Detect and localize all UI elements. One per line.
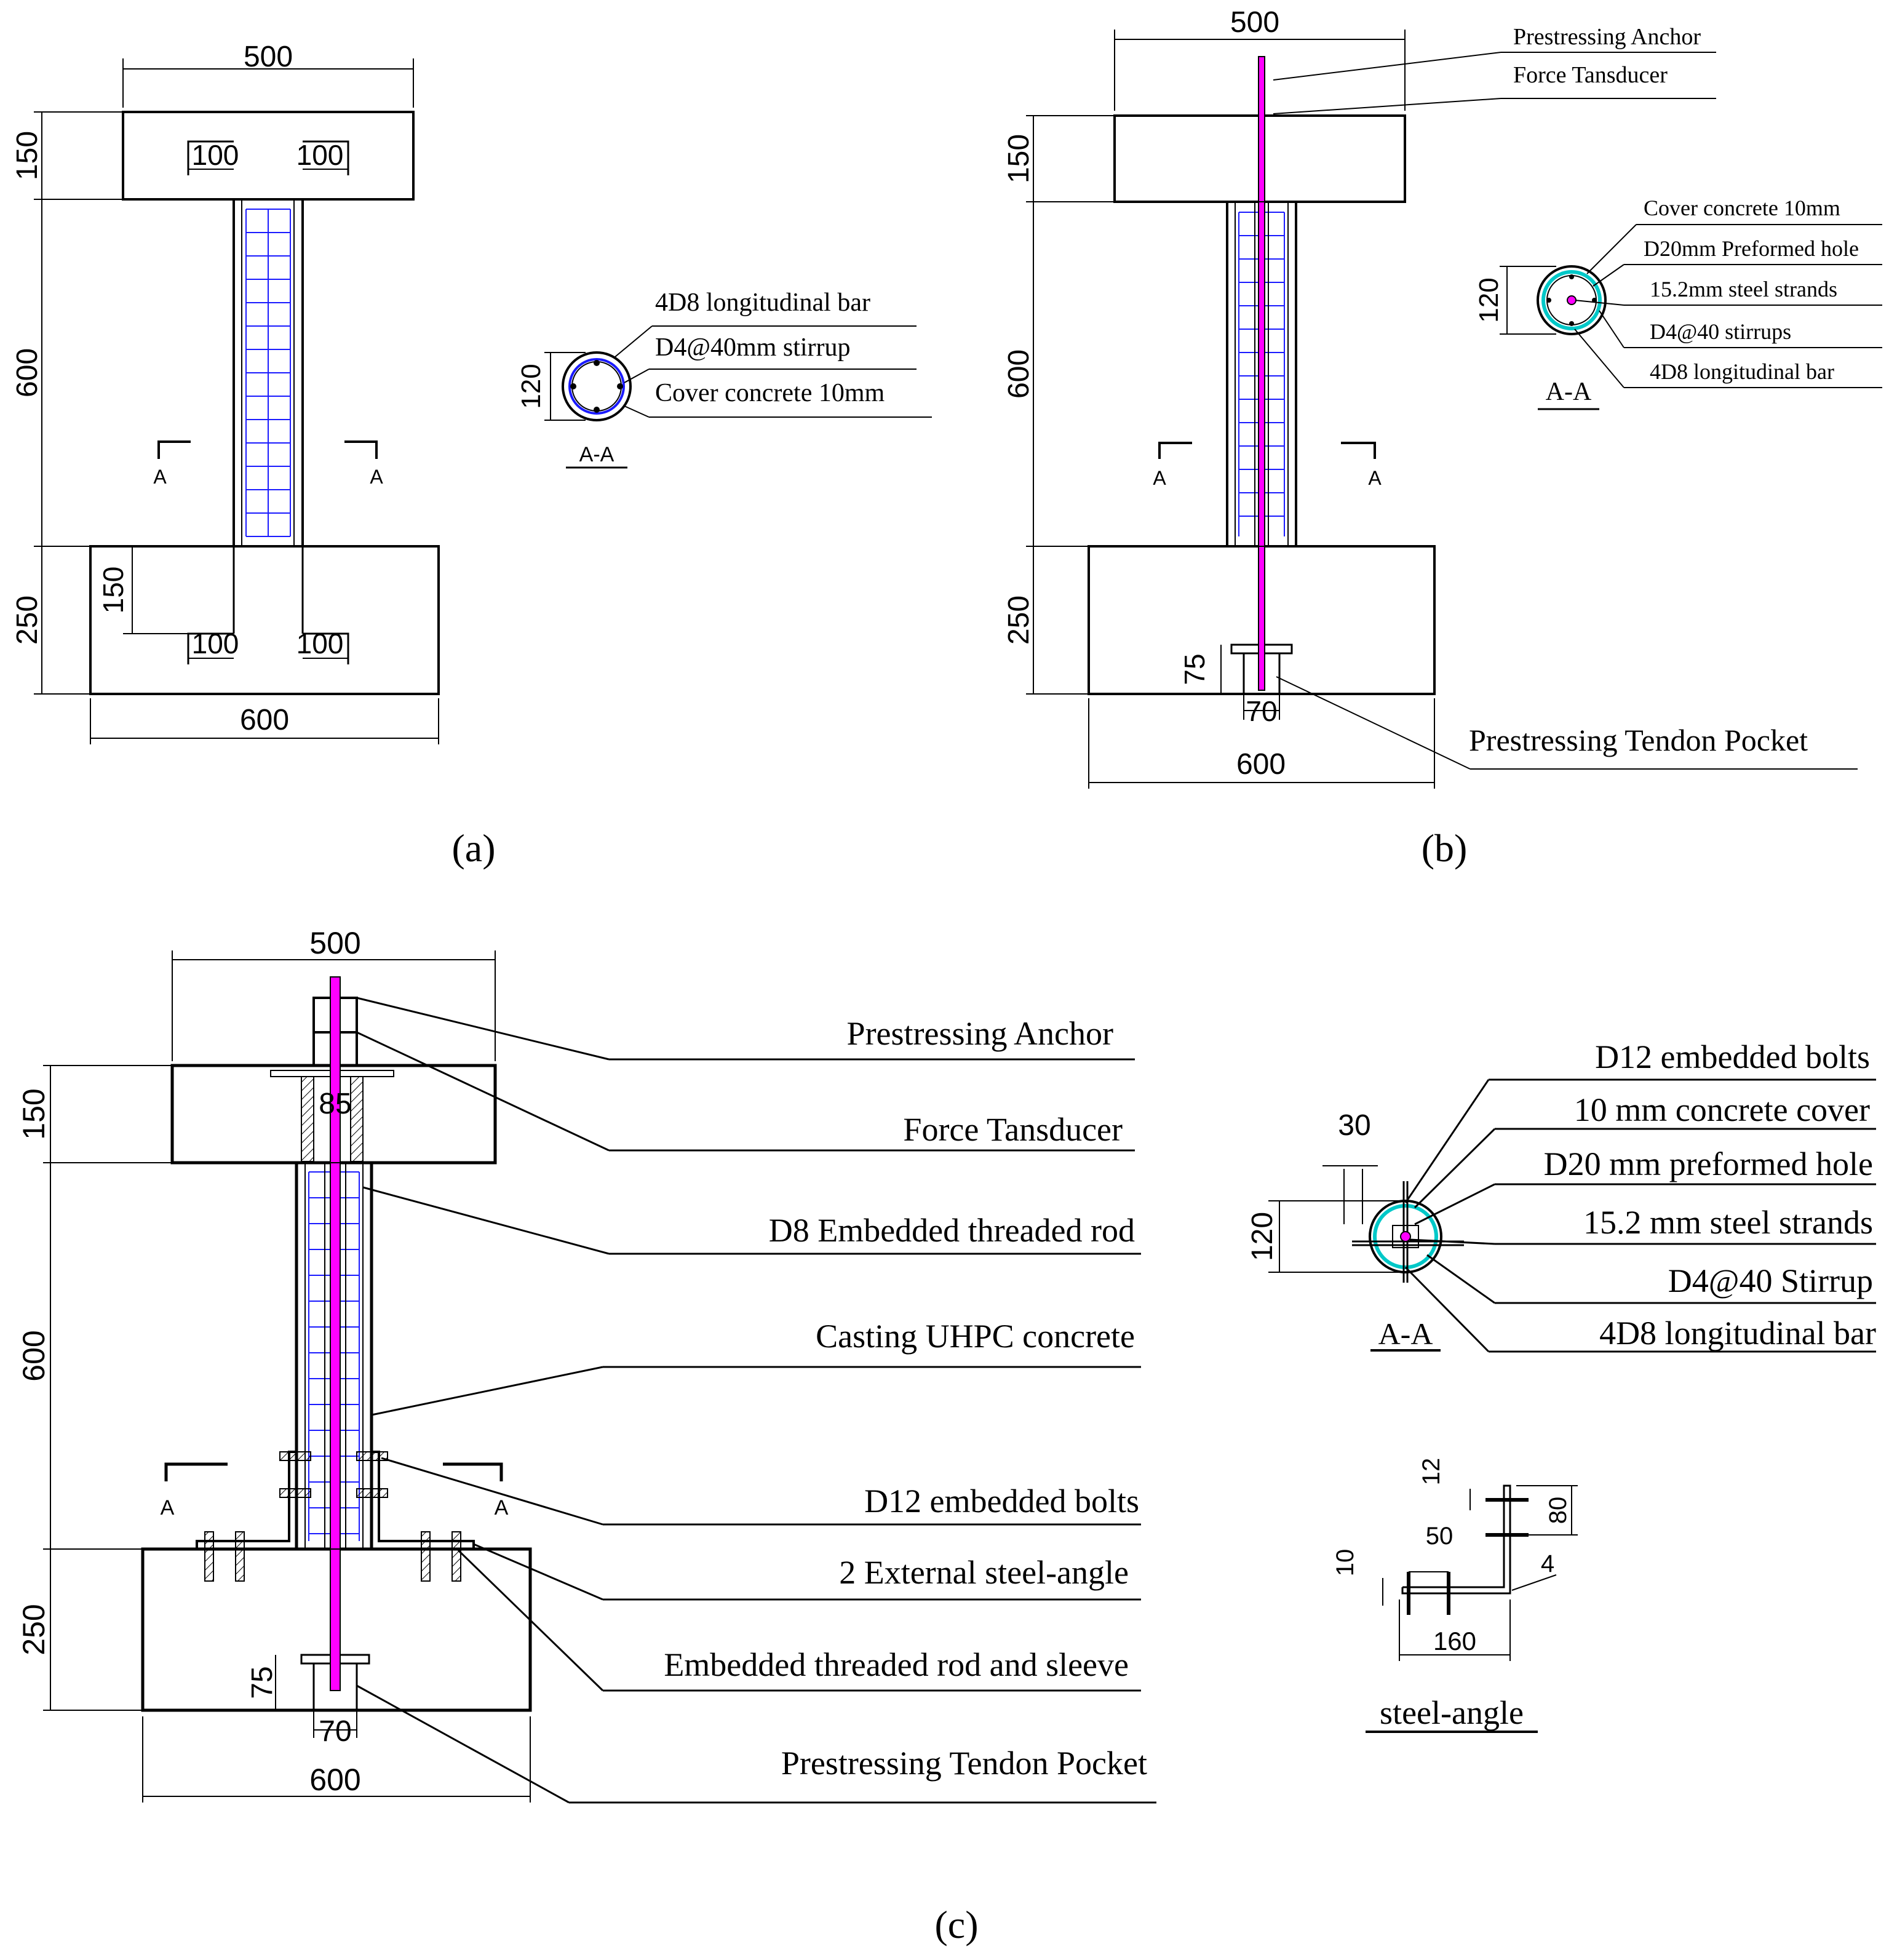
panel-c-section-label-cover: 10 mm concrete cover bbox=[1574, 1091, 1870, 1128]
panel-c bbox=[43, 950, 1876, 1804]
steel-angle-title: steel-angle bbox=[1380, 1694, 1524, 1731]
panel-b-label-strands: 15.2mm steel strands bbox=[1650, 277, 1837, 301]
panel-b-dim-column-height: 600 bbox=[1003, 349, 1035, 399]
panel-c-section-title: A-A bbox=[1378, 1317, 1433, 1351]
panel-c-dim-column-height: 600 bbox=[17, 1330, 51, 1381]
panel-b-label-pocket: Prestressing Tendon Pocket bbox=[1469, 723, 1808, 757]
panel-a-section-mark-left: A bbox=[153, 466, 167, 488]
panel-c-section-label-bolts: D12 embedded bolts bbox=[1595, 1038, 1870, 1075]
panel-b-label-anchor: Prestressing Anchor bbox=[1513, 24, 1701, 50]
panel-c-dim-pocket-height: 75 bbox=[246, 1666, 279, 1699]
panel-a-section-dia: 120 bbox=[516, 364, 546, 408]
panel-b-dim-pocket-height: 75 bbox=[1179, 653, 1211, 685]
panel-c-text: 500 150 85 600 250 75 70 600 A A Prestre… bbox=[17, 926, 1876, 1946]
panel-a-reinforcement bbox=[245, 209, 291, 537]
panel-a-label-stirrup: D4@40mm stirrup bbox=[655, 333, 851, 362]
panel-b-label-preformed-hole: D20mm Preformed hole bbox=[1644, 236, 1859, 261]
panel-b-section-mark-left: A bbox=[1153, 467, 1166, 489]
panel-c-label-anchor: Prestressing Anchor bbox=[847, 1015, 1113, 1052]
panel-a-dim-base-inner-right: 100 bbox=[296, 627, 344, 659]
panel-b-text: 500 150 600 250 75 70 600 Prestressing A… bbox=[1003, 6, 1859, 870]
panel-b-section-mark-right: A bbox=[1368, 467, 1382, 489]
panel-a bbox=[34, 58, 932, 744]
panel-b-caption: (b) bbox=[1422, 826, 1468, 870]
panel-c-label-uhpc: Casting UHPC concrete bbox=[816, 1318, 1135, 1355]
panel-b-dim-base-height: 250 bbox=[1003, 596, 1035, 645]
angle-dim-160: 160 bbox=[1433, 1627, 1476, 1655]
panel-c-label-pocket: Prestressing Tendon Pocket bbox=[781, 1745, 1147, 1782]
panel-b-dim-top-height: 150 bbox=[1003, 134, 1035, 183]
panel-c-section-label-longitudinal-bar: 4D8 longitudinal bar bbox=[1599, 1315, 1876, 1352]
panel-c-label-steel-angle: 2 External steel-angle bbox=[839, 1554, 1129, 1591]
panel-c-section-label-hole: D20 mm preformed hole bbox=[1544, 1145, 1873, 1182]
panel-b-label-stirrups: D4@40 stirrups bbox=[1650, 319, 1791, 344]
steel-angle-profile bbox=[1401, 1484, 1511, 1595]
panel-b-dim-top-width: 500 bbox=[1230, 6, 1279, 39]
angle-dim-4: 4 bbox=[1541, 1550, 1554, 1577]
panel-c-dim-top-width: 500 bbox=[309, 926, 360, 960]
panel-a-caption: (a) bbox=[451, 826, 495, 870]
panel-a-label-cover: Cover concrete 10mm bbox=[655, 379, 885, 407]
panel-c-label-bolts: D12 embedded bolts bbox=[864, 1483, 1139, 1520]
panel-a-dim-base-width: 600 bbox=[240, 704, 289, 736]
panel-a-section-title: A-A bbox=[579, 443, 614, 466]
panel-b-label-longitudinal-bar: 4D8 longitudinal bar bbox=[1650, 359, 1834, 384]
panel-c-section-outer bbox=[1369, 1200, 1442, 1273]
panel-b-section-outer bbox=[1537, 265, 1607, 335]
panel-a-label-longitudinal-bar: 4D8 longitudinal bar bbox=[655, 289, 870, 317]
angle-dim-10: 10 bbox=[1332, 1549, 1359, 1577]
panel-c-section-label-stirrup: D4@40 Stirrup bbox=[1668, 1262, 1873, 1299]
panel-b-dim-pocket-width: 70 bbox=[1246, 695, 1277, 727]
panel-b-section-dia: 120 bbox=[1474, 277, 1504, 322]
panel-a-base bbox=[89, 545, 440, 695]
panel-c-section-mark-left: A bbox=[161, 1496, 175, 1520]
panel-a-dim-top-height: 150 bbox=[11, 131, 44, 180]
panel-a-dim-inner-left: 100 bbox=[192, 139, 239, 171]
panel-c-label-rod-sleeve: Embedded threaded rod and sleeve bbox=[664, 1646, 1129, 1683]
panel-c-caption: (c) bbox=[934, 1903, 978, 1946]
panel-a-dim-base-inner-height: 150 bbox=[97, 567, 129, 614]
panel-c-dim-top-height: 150 bbox=[17, 1088, 51, 1139]
panel-a-section-stirrup bbox=[568, 358, 625, 415]
panel-c-section-dia: 120 bbox=[1246, 1212, 1279, 1261]
panel-c-label-force-transducer: Force Tansducer bbox=[903, 1111, 1123, 1148]
panel-a-dim-base-height: 250 bbox=[11, 596, 44, 645]
panel-a-section-outer bbox=[562, 351, 632, 421]
panel-a-text: 500 150 100 100 600 250 150 100 100 600 … bbox=[11, 41, 885, 870]
panel-c-dim-base-width: 600 bbox=[309, 1763, 360, 1797]
panel-b-label-force-transducer: Force Tansducer bbox=[1513, 62, 1668, 88]
panel-a-dim-base-inner-left: 100 bbox=[192, 627, 239, 659]
panel-c-section-label-strands: 15.2 mm steel strands bbox=[1583, 1204, 1873, 1241]
panel-a-top-beam bbox=[122, 111, 415, 201]
panel-a-section-mark-right: A bbox=[370, 466, 383, 488]
angle-dim-80: 80 bbox=[1545, 1497, 1572, 1524]
panel-a-dim-column-height: 600 bbox=[11, 348, 44, 397]
panel-c-dim-sleeve-width: 85 bbox=[319, 1088, 351, 1120]
panel-c-dim-base-height: 250 bbox=[17, 1604, 51, 1655]
angle-dim-12: 12 bbox=[1418, 1458, 1445, 1486]
angle-dim-50: 50 bbox=[1426, 1523, 1454, 1550]
panel-c-dim-pocket-width: 70 bbox=[319, 1715, 351, 1748]
panel-c-section-offset: 30 bbox=[1338, 1109, 1370, 1142]
panel-b bbox=[1026, 30, 1882, 789]
panel-c-section-mark-right: A bbox=[495, 1496, 509, 1520]
panel-a-dim-inner-right: 100 bbox=[296, 139, 344, 171]
panel-b-label-cover: Cover concrete 10mm bbox=[1644, 196, 1840, 220]
panel-b-dim-base-width: 600 bbox=[1236, 748, 1286, 781]
panel-c-label-threaded-rod: D8 Embedded threaded rod bbox=[769, 1212, 1135, 1249]
panel-a-dim-top-width: 500 bbox=[244, 41, 293, 73]
panel-b-section-title: A-A bbox=[1546, 378, 1592, 406]
panel-b-section-ring bbox=[1541, 270, 1602, 330]
